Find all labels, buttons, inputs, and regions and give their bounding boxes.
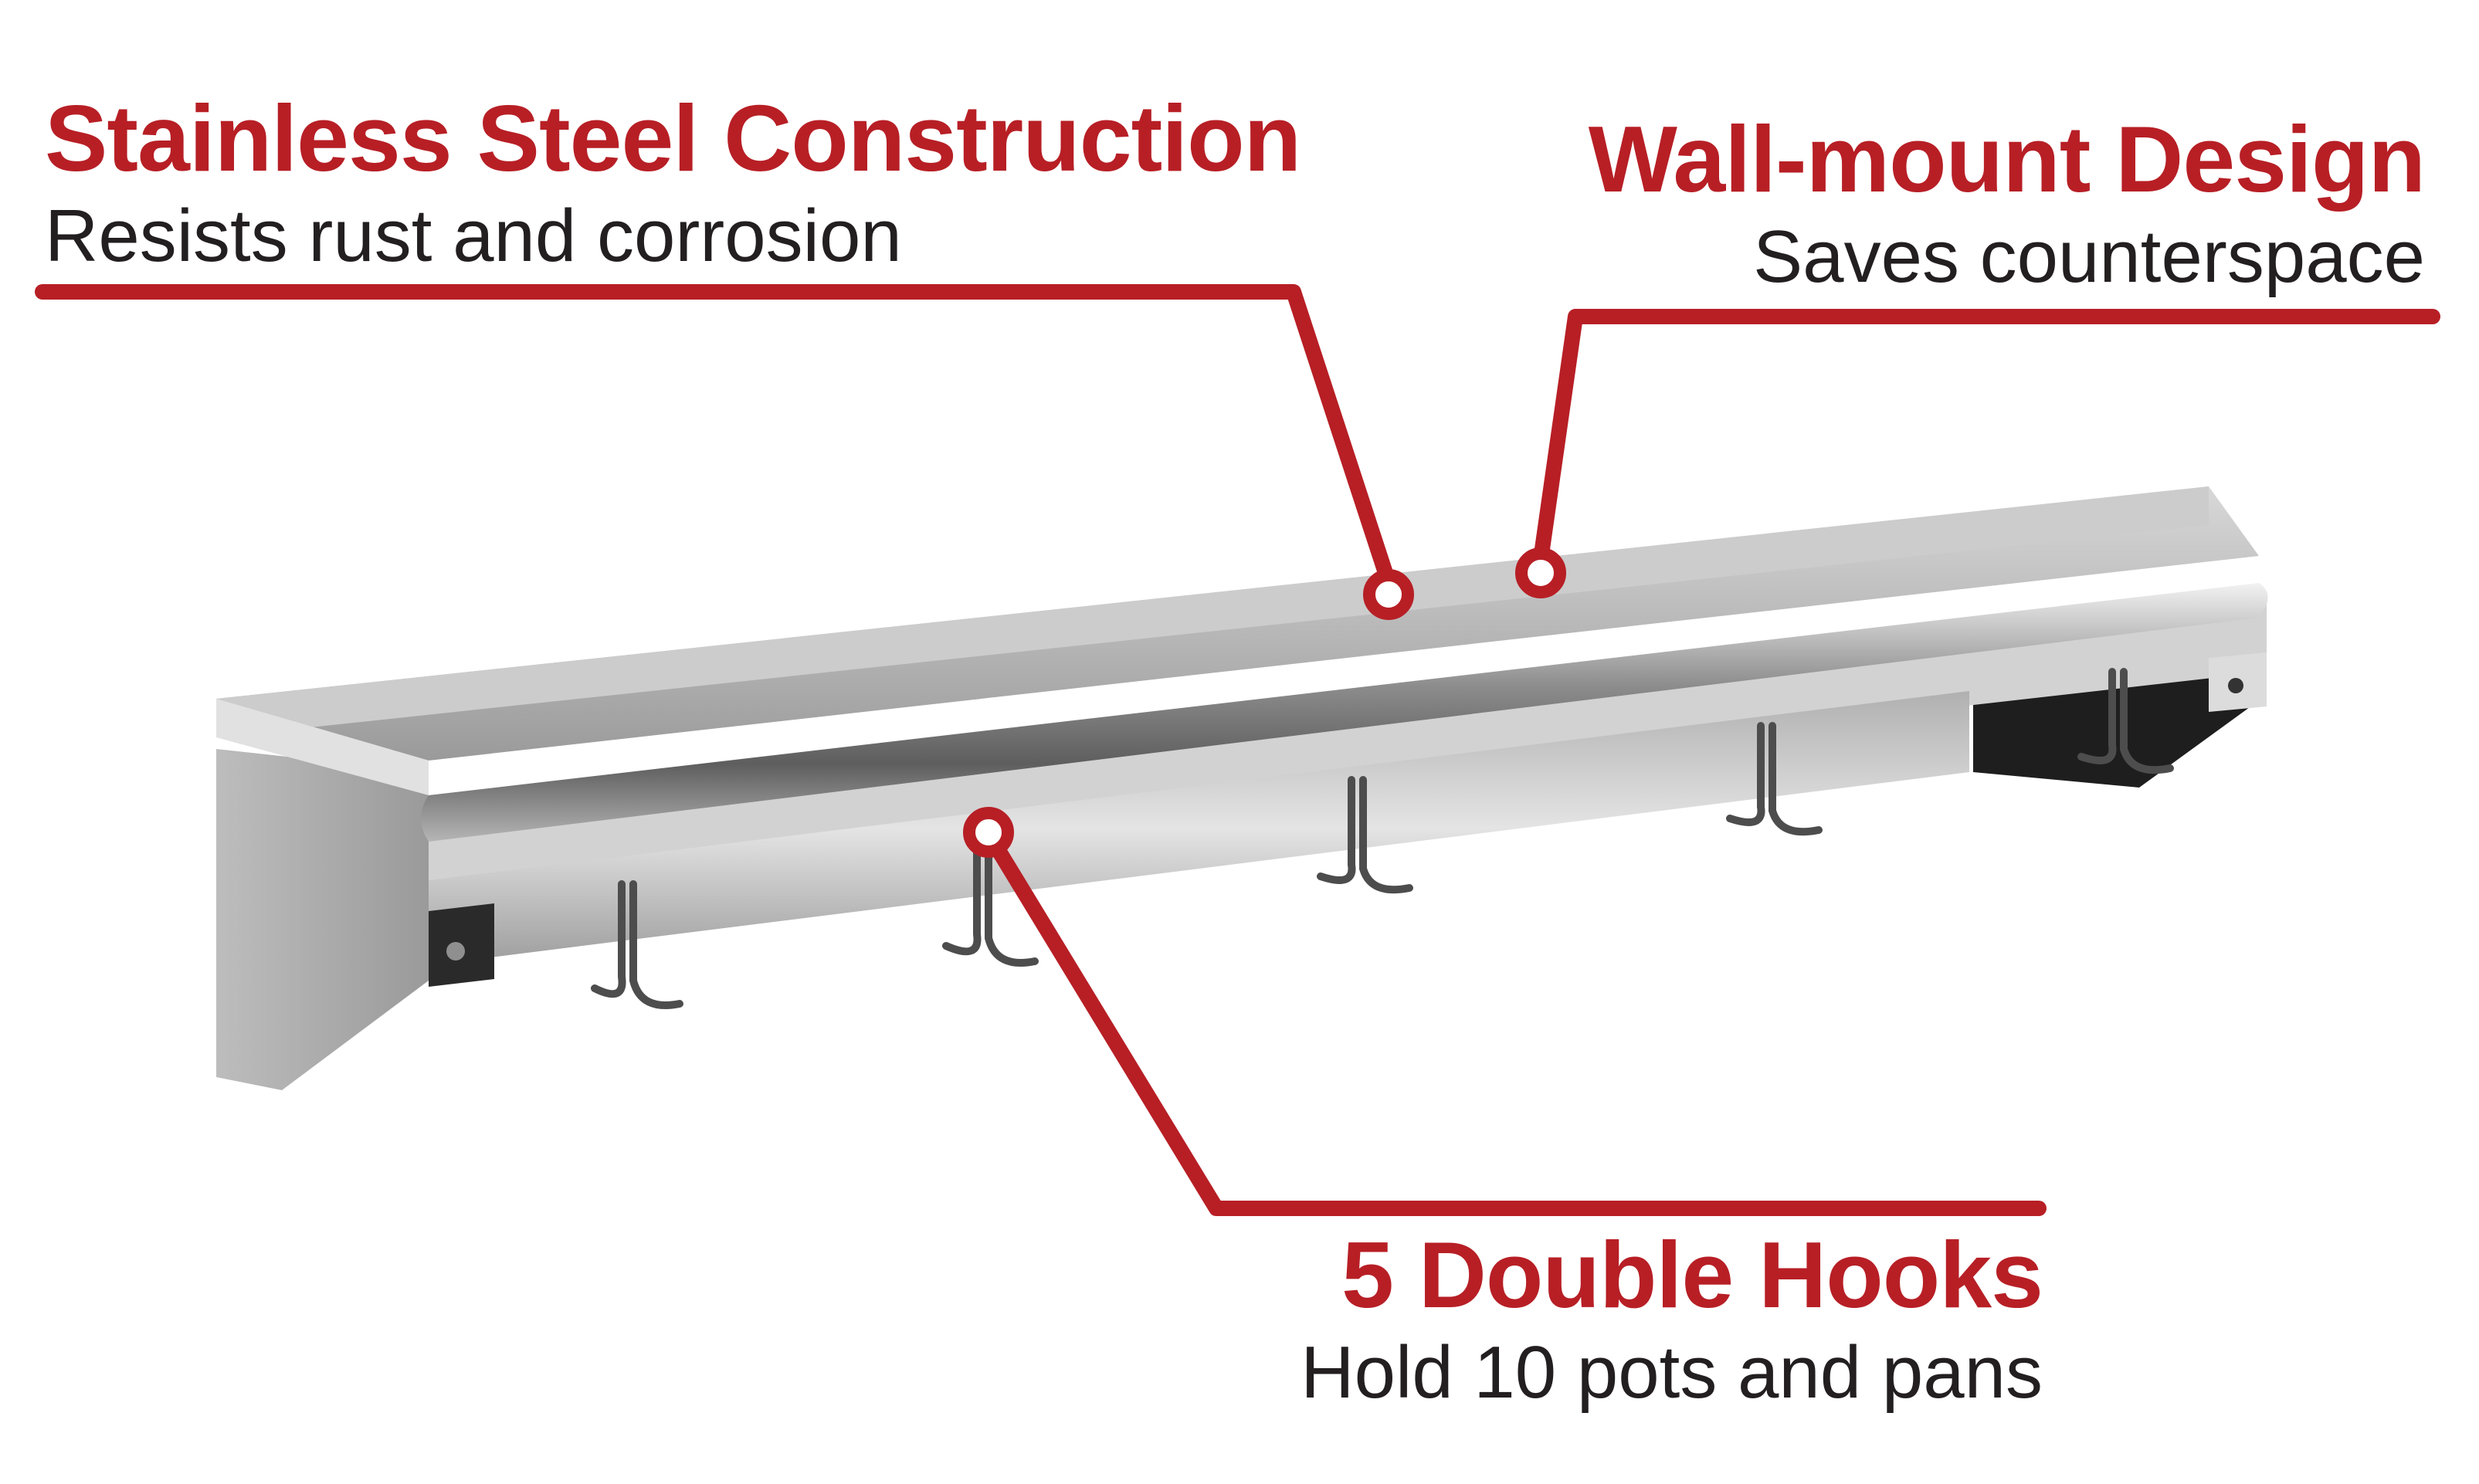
- hooks-title: 5 Double Hooks: [1341, 1222, 2043, 1327]
- double-hook: [591, 880, 683, 1009]
- hooks-callout: 5 Double Hooks Hold 10 pots and pans: [1301, 1228, 2043, 1410]
- callout-leaders: [35, 284, 2440, 1216]
- hooks-subtitle: Hold 10 pots and pans: [1301, 1331, 2043, 1414]
- mount-marker: [1515, 547, 1566, 598]
- construction-leader-line: [35, 284, 1394, 583]
- callout-markers: [963, 547, 1566, 858]
- construction-marker: [1363, 569, 1414, 620]
- hooks-marker: [963, 807, 1014, 858]
- hooks-leader-line: [981, 826, 2047, 1216]
- left-bracket: [216, 749, 429, 1090]
- rail-screw-left: [446, 942, 465, 961]
- front-lip: [421, 583, 2268, 842]
- double-hook: [2077, 668, 2174, 774]
- double-hook: [1317, 776, 1413, 894]
- construction-title: Stainless Steel Construction: [45, 86, 1301, 191]
- left-end-cap: [216, 699, 429, 795]
- construction-subtitle: Resists rust and corrosion: [45, 195, 902, 277]
- back-splash: [216, 486, 2209, 737]
- double-hook: [1726, 722, 1823, 836]
- mount-callout: Wall-mount Design Saves counterspace: [1588, 107, 2426, 298]
- wall-shelf: [216, 486, 2268, 1090]
- rail-screw-right: [2228, 678, 2243, 693]
- hook-rail: [429, 691, 1969, 965]
- mount-subtitle: Saves counterspace: [1753, 215, 2425, 298]
- double-hooks: [591, 668, 2174, 1009]
- mount-title: Wall-mount Design: [1588, 107, 2426, 212]
- mount-leader-line: [1533, 309, 2440, 568]
- construction-callout: Stainless Steel Construction Resists rus…: [45, 91, 1301, 273]
- double-hook: [942, 838, 1039, 967]
